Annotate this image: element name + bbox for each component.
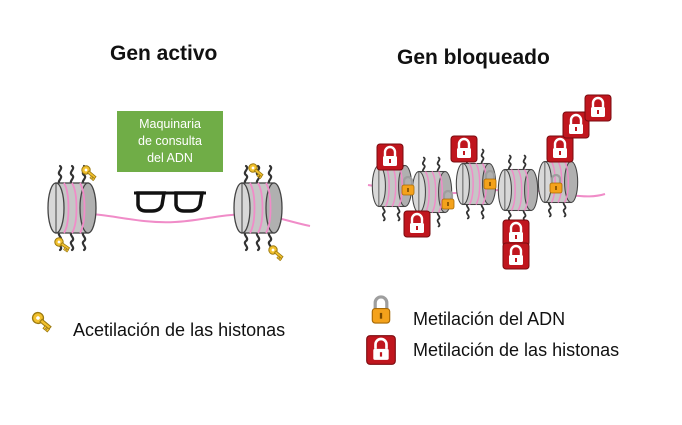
active-gene-title: Gen activo bbox=[110, 42, 218, 65]
key-icon bbox=[266, 243, 286, 262]
legend-dna-methylation: Metilación del ADN bbox=[413, 309, 566, 329]
dna-reading-machinery-label: Maquinaria de consulta del ADN bbox=[138, 117, 202, 165]
active-gene-diagram bbox=[47, 161, 311, 262]
padlock-red-icon bbox=[365, 334, 397, 366]
nucleosome bbox=[497, 154, 539, 226]
padlock-red-icon bbox=[501, 241, 531, 271]
padlock-red-icon bbox=[545, 134, 575, 164]
padlock-red-icon bbox=[583, 93, 613, 123]
padlock-red-icon bbox=[375, 142, 405, 172]
key-icon bbox=[52, 235, 73, 254]
nucleosome bbox=[47, 164, 97, 252]
blocked-gene-diagram bbox=[367, 93, 613, 271]
padlock-red-icon bbox=[501, 218, 531, 248]
nucleosome bbox=[233, 164, 283, 252]
key-icon bbox=[29, 309, 55, 334]
padlock-red-icon bbox=[449, 134, 479, 164]
dna-reading-machinery-box: Maquinaria de consulta del ADN bbox=[117, 111, 223, 172]
legend-histone-acetylation: Acetilación de las histonas bbox=[73, 320, 286, 340]
padlock-orange-icon bbox=[370, 295, 392, 325]
key-icon bbox=[246, 161, 266, 180]
glasses-icon bbox=[134, 191, 206, 213]
legend-histone-methylation: Metilación de las histonas bbox=[413, 340, 620, 360]
key-icon bbox=[79, 163, 99, 182]
blocked-gene-title: Gen bloqueado bbox=[397, 46, 550, 69]
padlock-red-icon bbox=[402, 209, 432, 239]
